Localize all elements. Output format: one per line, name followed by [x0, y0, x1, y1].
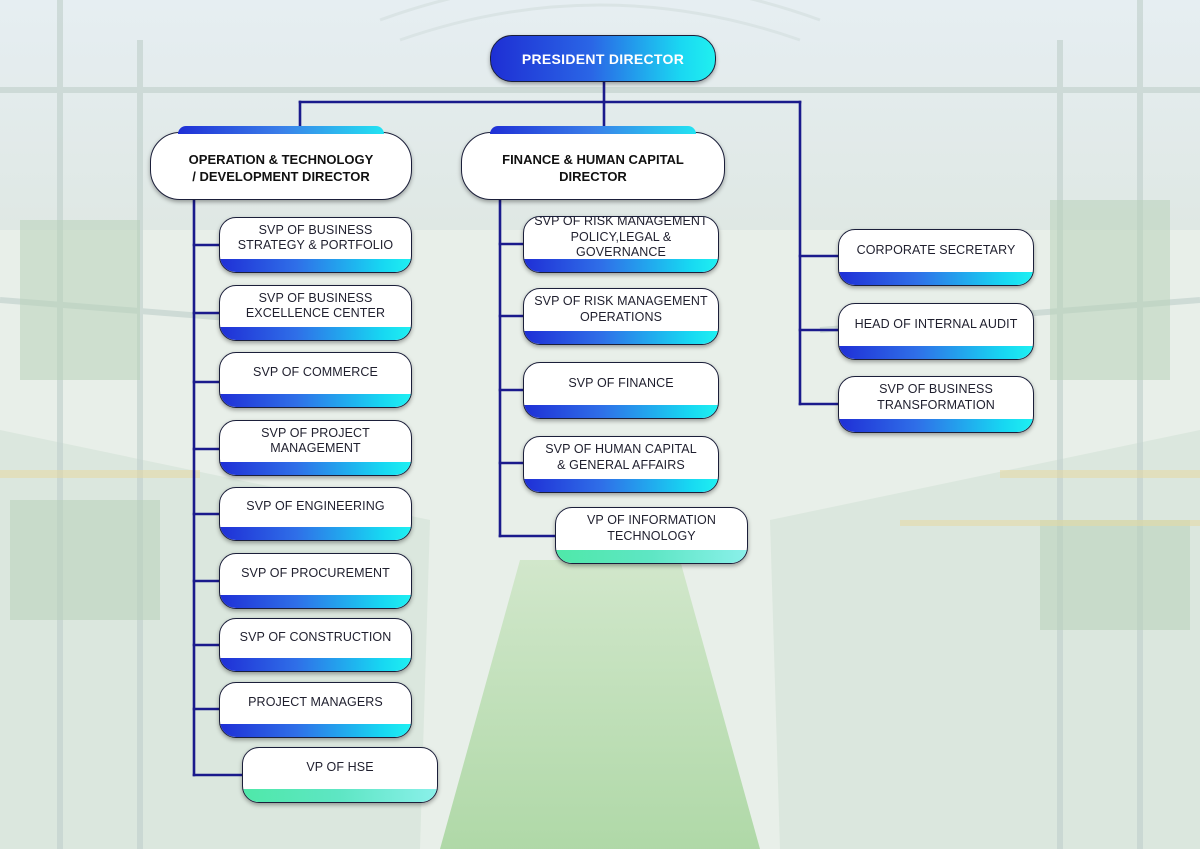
unit-accent-bar [220, 259, 411, 272]
ops-unit-construction: SVP OF CONSTRUCTION [219, 618, 412, 672]
unit-line1: VP OF HSE [306, 760, 374, 775]
ops-unit-engineering: SVP OF ENGINEERING [219, 487, 412, 541]
ops-director-line2: / DEVELOPMENT DIRECTOR [192, 169, 370, 184]
staff-unit-corporate-secretary: CORPORATE SECRETARY [838, 229, 1034, 286]
unit-line1: SVP OF COMMERCE [253, 365, 378, 380]
unit-accent-bar [220, 595, 411, 608]
unit-line1: SVP OF CONSTRUCTION [239, 630, 392, 645]
unit-accent-bar [839, 419, 1033, 432]
unit-accent-bar [524, 331, 718, 344]
unit-accent-bar [220, 658, 411, 671]
unit-line1: SVP OF RISK MANAGEMENT [534, 294, 708, 308]
ops-unit-procurement: SVP OF PROCUREMENT [219, 553, 412, 609]
ops-unit-project-managers: PROJECT MANAGERS [219, 682, 412, 738]
unit-accent-bar [243, 789, 437, 802]
ops-director-line1: OPERATION & TECHNOLOGY [188, 152, 374, 167]
unit-line2: MANAGEMENT [270, 441, 361, 455]
unit-line1: SVP OF ENGINEERING [246, 499, 385, 514]
ops-director-node: OPERATION & TECHNOLOGY / DEVELOPMENT DIR… [150, 132, 412, 200]
staff-unit-internal-audit: HEAD OF INTERNAL AUDIT [838, 303, 1034, 360]
unit-line2: POLICY,LEGAL & GOVERNANCE [570, 229, 672, 260]
president-director-node: PRESIDENT DIRECTOR [490, 35, 716, 82]
president-director-label: PRESIDENT DIRECTOR [521, 50, 685, 67]
unit-line1: SVP OF RISK MANAGEMENT [534, 216, 708, 229]
unit-accent-bar [556, 550, 747, 563]
unit-line1: SVP OF BUSINESS [258, 222, 373, 237]
unit-accent-bar [839, 346, 1033, 359]
finance-director-tab [490, 126, 696, 134]
unit-line2: & GENERAL AFFAIRS [557, 457, 685, 472]
unit-accent-bar [220, 724, 411, 737]
unit-accent-bar [524, 405, 718, 418]
unit-line1: SVP OF PROJECT [261, 425, 370, 440]
unit-line1: PROJECT MANAGERS [248, 695, 383, 710]
unit-accent-bar [220, 394, 411, 407]
finance-director-node: FINANCE & HUMAN CAPITAL DIRECTOR [461, 132, 725, 200]
finance-director-line2: DIRECTOR [559, 169, 627, 184]
unit-line1: SVP OF BUSINESS [258, 290, 373, 305]
ops-director-tab [178, 126, 384, 134]
unit-accent-bar [524, 259, 718, 272]
unit-line1: VP OF INFORMATION [586, 513, 717, 527]
unit-line1: SVP OF BUSINESS [879, 382, 993, 396]
unit-line2: STRATEGY & PORTFOLIO [237, 238, 394, 252]
unit-line1: SVP OF FINANCE [568, 375, 674, 390]
finance-director-line1: FINANCE & HUMAN CAPITAL [502, 152, 684, 167]
unit-line2: TRANSFORMATION [877, 397, 995, 412]
ops-unit-vp-hse: VP OF HSE [242, 747, 438, 803]
unit-accent-bar [220, 327, 411, 340]
unit-line2: OPERATIONS [579, 309, 663, 324]
unit-accent-bar [524, 479, 718, 492]
unit-line1: SVP OF HUMAN CAPITAL [545, 442, 697, 456]
unit-line1: HEAD OF INTERNAL AUDIT [854, 316, 1018, 331]
fin-unit-human-capital: SVP OF HUMAN CAPITAL& GENERAL AFFAIRS [523, 436, 719, 493]
fin-unit-finance: SVP OF FINANCE [523, 362, 719, 419]
unit-line2: EXCELLENCE CENTER [245, 306, 386, 320]
unit-accent-bar [839, 272, 1033, 285]
unit-accent-bar [220, 527, 411, 540]
unit-line1: SVP OF PROCUREMENT [241, 566, 390, 581]
unit-accent-bar [220, 462, 411, 475]
unit-line1: CORPORATE SECRETARY [856, 242, 1016, 257]
ops-unit-commerce: SVP OF COMMERCE [219, 352, 412, 408]
unit-line2: TECHNOLOGY [607, 528, 696, 543]
